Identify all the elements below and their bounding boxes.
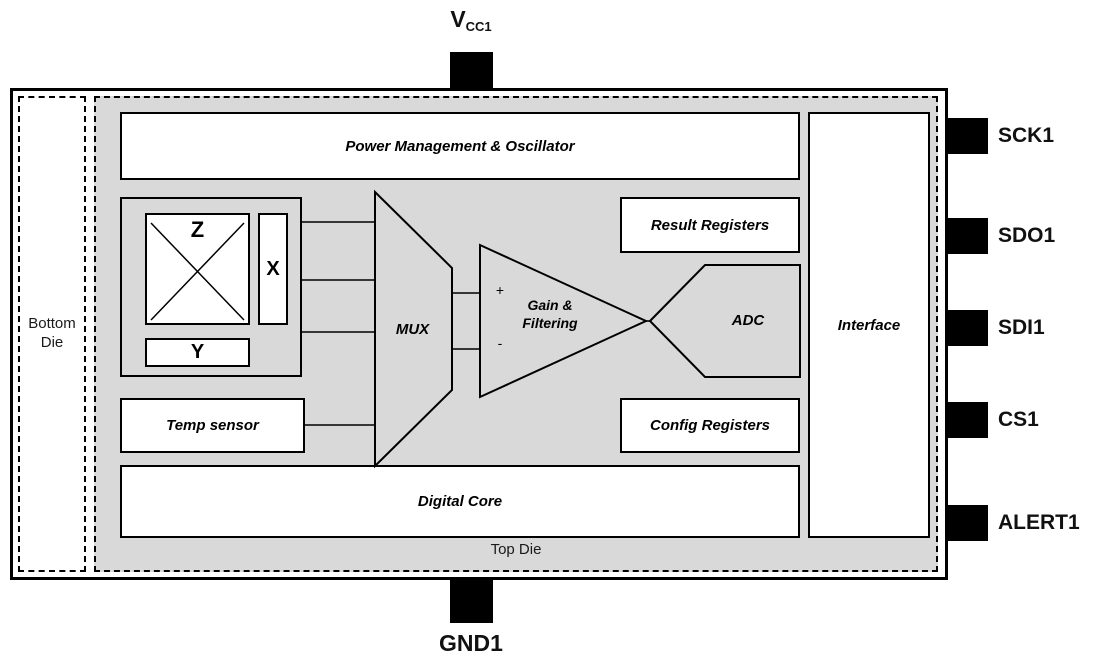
block-temp-sensor-label: Temp sensor <box>166 417 259 434</box>
adc-label: ADC <box>731 312 765 329</box>
block-config-registers: Config Registers <box>620 398 800 453</box>
sdo1-pin-label: SDO1 <box>998 224 1056 247</box>
sensor-x-box: X <box>258 213 288 325</box>
sck1-pin <box>946 118 988 154</box>
sensor-y-label: Y <box>190 341 205 363</box>
block-temp-sensor: Temp sensor <box>120 398 305 453</box>
sdi1-pin-label: SDI1 <box>998 316 1045 339</box>
sensor-y-box: Y <box>145 338 250 367</box>
bottom-die-label: Bottom Die <box>28 315 76 353</box>
top-die-label: Top Die <box>490 541 542 558</box>
block-digital-core-label: Digital Core <box>417 493 503 510</box>
alert1-pin <box>946 505 988 541</box>
cs1-pin <box>946 402 988 438</box>
cs1-pin-label: CS1 <box>998 408 1039 431</box>
gnd1-pin <box>450 578 493 623</box>
block-power-management: Power Management & Oscillator <box>120 112 800 180</box>
sensor-z-box: Z <box>145 213 250 325</box>
block-power-management-label: Power Management & Oscillator <box>345 137 575 155</box>
block-interface: Interface <box>808 112 930 538</box>
gain-label-line1: Gain & <box>527 297 573 313</box>
amp-plus-sign: + <box>495 282 505 298</box>
amp-minus-sign: - <box>497 335 503 351</box>
vcc1-sub-text: CC1 <box>465 19 492 34</box>
block-config-registers-label: Config Registers <box>649 417 770 434</box>
gnd1-pin-label: GND1 <box>439 630 503 656</box>
sdi1-pin <box>946 310 988 346</box>
vcc1-main-text: V <box>450 6 466 32</box>
bottom-die: Bottom Die <box>18 96 86 572</box>
block-interface-label: Interface <box>837 316 901 334</box>
sensor-z-label: Z <box>190 217 205 242</box>
sensor-block <box>120 197 302 377</box>
vcc1-pin-label: VCC1 <box>421 6 521 34</box>
block-result-registers-label: Result Registers <box>650 216 770 234</box>
sck1-pin-label: SCK1 <box>998 124 1055 147</box>
block-result-registers: Result Registers <box>620 197 800 253</box>
mux-label: MUX <box>395 321 430 338</box>
block-digital-core: Digital Core <box>120 465 800 538</box>
bottom-die-label-line2: Die <box>40 334 64 351</box>
alert1-pin-label: ALERT1 <box>998 511 1080 534</box>
vcc1-pin <box>450 52 493 89</box>
sensor-x-label: X <box>266 257 280 280</box>
bottom-die-label-line1: Bottom <box>28 315 76 333</box>
sdo1-pin <box>946 218 988 254</box>
gain-filtering-label: Gain & Filtering <box>494 297 606 332</box>
gain-label-line2: Filtering <box>522 314 578 331</box>
